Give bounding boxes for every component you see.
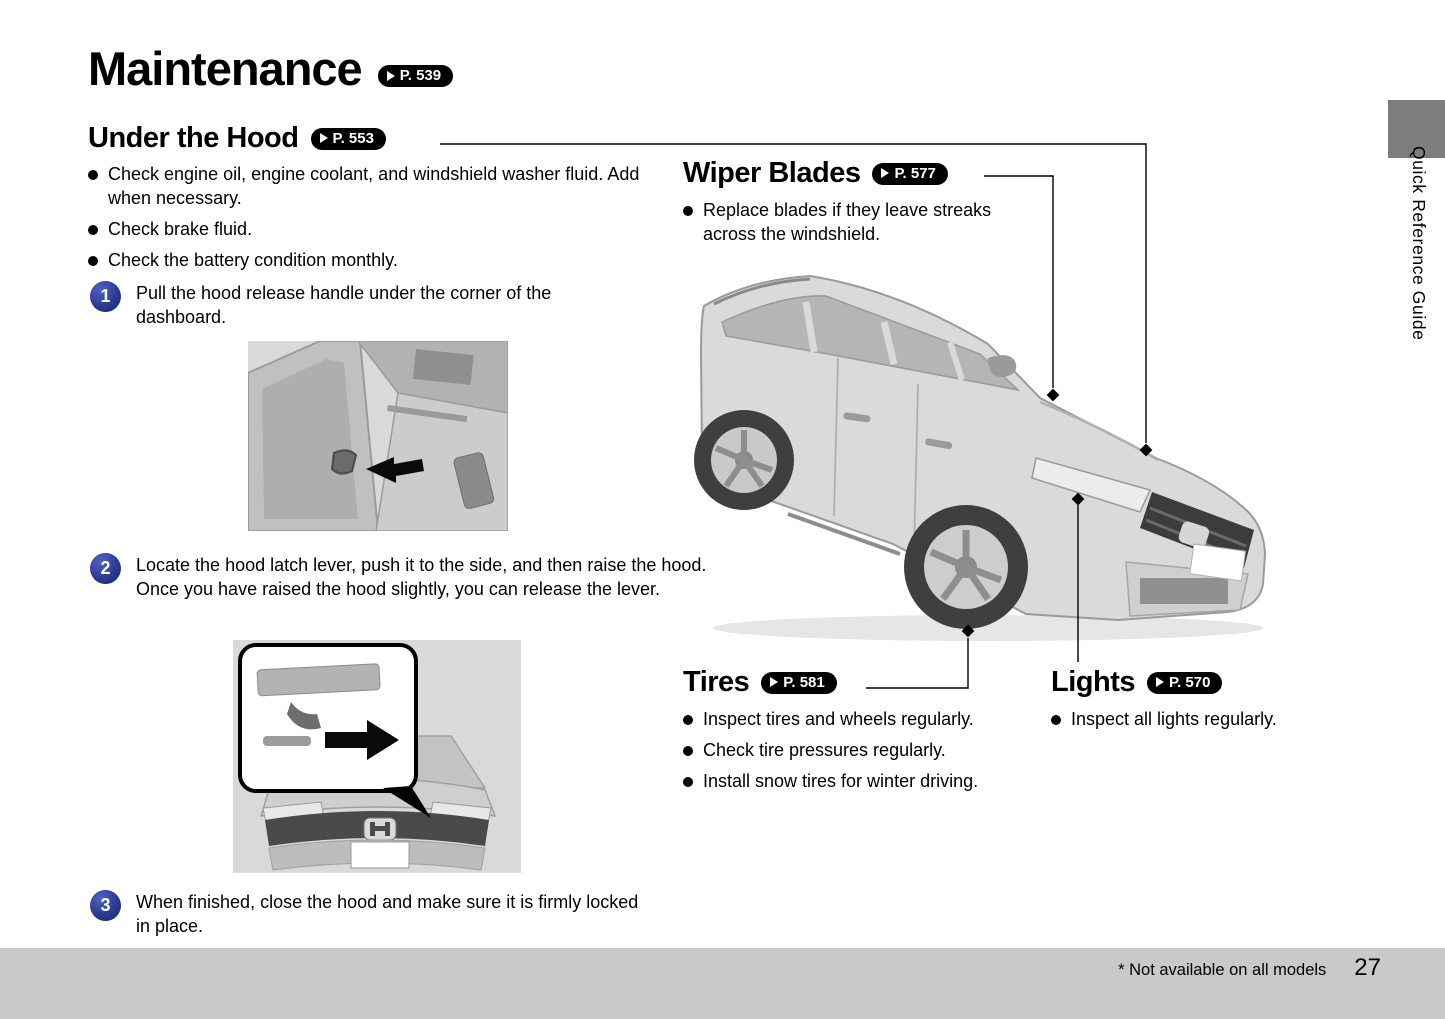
page-ref-label: P. 539 [399,67,442,85]
bullet-icon [683,715,693,725]
page-ref-badge-maintenance[interactable]: P. 539 [377,65,454,88]
footer-bar [0,948,1445,1019]
list-item: Install snow tires for winter driving. [683,770,1013,794]
arrow-icon [366,457,424,483]
list-item: Check engine oil, engine coolant, and wi… [88,163,648,211]
hood-release-illustration [248,341,508,531]
bullet-icon [683,776,693,787]
page-ref-label: P. 553 [332,129,374,147]
honda-emblem-icon [363,817,397,841]
sidebar-section-label: Quick Reference Guide [1409,146,1429,341]
page-ref-arrow-icon [386,70,395,81]
lights-heading-row: Lights P. 570 [1051,666,1223,699]
arrow-icon [325,720,399,760]
bullet-text: Install snow tires for winter driving. [703,770,979,791]
bullet-text: Check brake fluid. [108,218,253,239]
bullet-text: Replace blades if they leave streaks acr… [703,200,992,244]
page-ref-label: P. 570 [1169,673,1211,691]
headlight [1031,457,1152,513]
callout-pointer [383,786,431,818]
bullet-icon [683,206,693,216]
bullet-text: Inspect tires and wheels regularly. [703,709,974,729]
front-wheel [904,505,1028,629]
section-tab [1388,100,1445,158]
list-item: Check the battery condition monthly. [88,249,648,273]
page-ref-arrow-icon [1156,677,1164,687]
page-ref-badge-tires[interactable]: P. 581 [761,671,837,694]
page-ref-arrow-icon [319,133,328,143]
under-hood-heading: Under the Hood [88,122,299,154]
tires-heading-row: Tires P. 581 [683,666,837,699]
honda-emblem-icon [1178,521,1210,549]
tires-heading: Tires [683,666,750,698]
list-item: Check tire pressures regularly. [683,739,1013,763]
list-item: Inspect tires and wheels regularly. [683,708,1013,732]
step-number-badge: 3 [90,890,121,921]
bullet-text: Check engine oil, engine coolant, and wi… [108,164,640,208]
page-title: Maintenance [88,42,363,95]
rear-wheel [694,410,794,510]
page-title-row: Maintenance P. 539 [88,42,454,95]
tires-bullet-list: Inspect tires and wheels regularly. Chec… [683,708,1013,801]
car-illustration [688,262,1288,652]
step-text: Pull the hood release handle under the c… [136,283,552,328]
list-item: Inspect all lights regularly. [1051,708,1341,732]
bullet-text: Check the battery condition monthly. [108,249,398,270]
wiper-blades-heading: Wiper Blades [683,157,861,189]
step-text: Locate the hood latch lever, push it to … [136,555,707,600]
wiper-blades-heading-row: Wiper Blades P. 577 [683,157,948,190]
step-number-badge: 2 [90,553,121,584]
step-number-badge: 1 [90,281,121,312]
step-2: 2 Locate the hood latch lever, push it t… [90,553,710,602]
wiper-blades-bullet-list: Replace blades if they leave streaks acr… [683,199,1043,254]
page-ref-badge-under-hood[interactable]: P. 553 [310,127,386,150]
page-ref-arrow-icon [770,677,779,687]
bullet-text: Check tire pressures regularly. [703,739,946,760]
bullet-icon [1051,715,1061,725]
bullet-icon [88,255,98,266]
page-number: 27 [1354,954,1381,981]
bullet-icon [88,224,98,235]
hood-latch-illustration [233,640,521,873]
step-1: 1 Pull the hood release handle under the… [90,281,630,330]
under-hood-heading-row: Under the Hood P. 553 [88,122,386,155]
page-ref-badge-lights[interactable]: P. 570 [1147,671,1223,694]
page-ref-arrow-icon [881,168,890,178]
step-text: When finished, close the hood and make s… [136,892,639,937]
footer-text-row: * Not available on all models 27 [1118,954,1381,982]
list-item: Check brake fluid. [88,218,648,242]
bullet-text: Inspect all lights regularly. [1071,709,1277,729]
under-hood-bullet-list: Check engine oil, engine coolant, and wi… [88,163,648,280]
step-3: 3 When finished, close the hood and make… [90,890,670,939]
lights-bullet-list: Inspect all lights regularly. [1051,708,1341,739]
page-ref-label: P. 581 [783,673,825,691]
page-ref-label: P. 577 [894,164,936,182]
bullet-icon [88,170,98,180]
list-item: Replace blades if they leave streaks acr… [683,199,1043,247]
footnote: * Not available on all models [1118,961,1327,979]
lights-heading: Lights [1051,666,1136,698]
page-ref-badge-wiper[interactable]: P. 577 [872,162,948,185]
bullet-icon [683,745,693,756]
